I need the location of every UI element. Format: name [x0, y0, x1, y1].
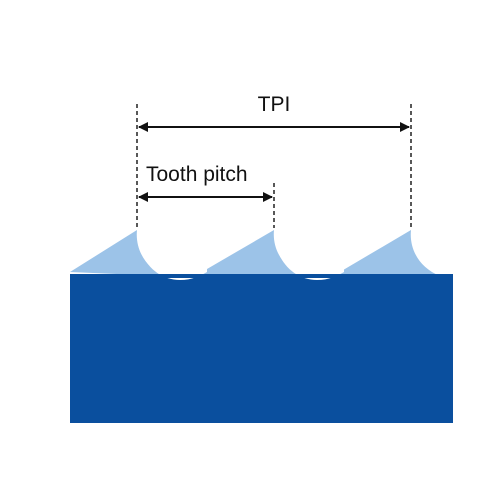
tooth-face-2: [195, 230, 302, 276]
blade-top-band: [70, 274, 453, 278]
tooth-face-1: [70, 230, 165, 276]
gullet-cutout-3: [411, 230, 453, 278]
tooth-face-3: [333, 230, 440, 276]
tooth-pitch-label: Tooth pitch: [146, 163, 248, 186]
blade-body: [70, 276, 453, 423]
tpi-label: TPI: [258, 93, 291, 116]
gullet-cutout-1: [137, 230, 207, 280]
gullet-cutout-2: [274, 230, 344, 280]
